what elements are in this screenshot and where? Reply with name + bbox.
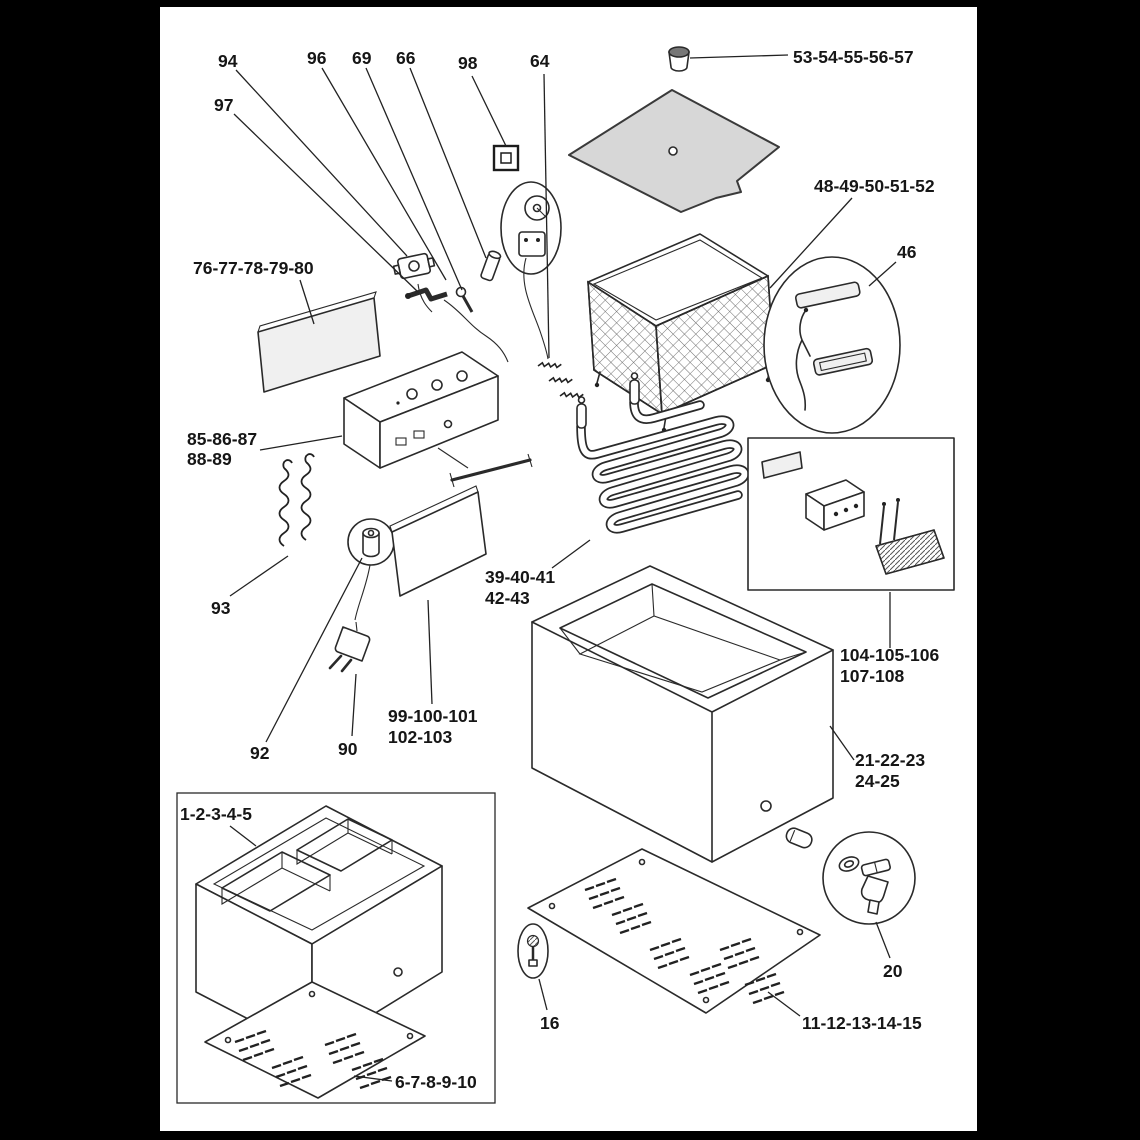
callout-labels: 94 97 96 69 66 98 64 53-54-55-56-57 48-4… — [180, 47, 940, 1092]
label-97: 97 — [214, 95, 233, 115]
label-42-43: 42-43 — [485, 588, 530, 608]
leader-93 — [229, 555, 289, 597]
leader-6 — [353, 1075, 393, 1082]
label-90: 90 — [338, 739, 358, 759]
label-6-10: 6-7-8-9-10 — [395, 1072, 477, 1092]
leader-lines — [229, 54, 897, 1082]
label-76-80: 76-77-78-79-80 — [193, 258, 314, 278]
label-16: 16 — [540, 1013, 560, 1033]
bracket-with-wire — [405, 283, 509, 363]
leader-16 — [538, 978, 548, 1011]
leader-69 — [365, 67, 463, 291]
basket-handle-detail — [763, 256, 901, 434]
leader-48 — [769, 197, 853, 289]
leader-97 — [233, 113, 419, 293]
label-11-15: 11-12-13-14-15 — [802, 1013, 922, 1033]
label-66: 66 — [396, 48, 416, 68]
lamp-holder — [480, 250, 502, 282]
label-99-101: 99-100-101 — [388, 706, 478, 726]
side-panel — [389, 485, 487, 597]
label-107-108: 107-108 — [840, 666, 904, 686]
leader-85 — [259, 435, 343, 451]
label-46: 46 — [897, 242, 917, 262]
label-85-87: 85-86-87 — [187, 429, 257, 449]
leader-76 — [299, 279, 315, 325]
label-69: 69 — [352, 48, 372, 68]
fryer-tank — [531, 565, 834, 863]
leader-46 — [868, 261, 897, 287]
power-plug — [328, 621, 371, 673]
leader-11 — [767, 991, 801, 1017]
leader-53 — [689, 54, 789, 59]
fryer-lid — [568, 89, 780, 213]
leader-20 — [875, 921, 891, 959]
leader-66 — [409, 67, 487, 259]
leader-92 — [265, 557, 363, 743]
label-94: 94 — [218, 51, 238, 71]
label-39-41: 39-40-41 — [485, 567, 555, 587]
label-92: 92 — [250, 743, 270, 763]
control-panel-box — [343, 351, 533, 488]
label-20: 20 — [883, 961, 903, 981]
micro-switch — [392, 252, 436, 280]
leader-64 — [543, 73, 550, 359]
label-88-89: 88-89 — [187, 449, 232, 469]
label-24-25: 24-25 — [855, 771, 900, 791]
clip-detail — [517, 923, 549, 979]
lid-knob — [668, 46, 690, 72]
label-53-57: 53-54-55-56-57 — [793, 47, 914, 67]
rear-panel — [257, 291, 381, 393]
leader-98 — [471, 75, 507, 147]
drain-pipe — [785, 827, 813, 849]
housing-group — [176, 792, 496, 1104]
drain-valve-detail — [822, 831, 916, 925]
leader-94 — [235, 69, 408, 257]
leader-96 — [321, 67, 447, 281]
label-64: 64 — [530, 51, 550, 71]
leader-21 — [829, 725, 855, 761]
label-102-103: 102-103 — [388, 727, 452, 747]
label-93: 93 — [211, 598, 231, 618]
leader-99 — [427, 599, 433, 705]
label-1-5: 1-2-3-4-5 — [180, 804, 252, 824]
label-21-23: 21-22-23 — [855, 750, 925, 770]
label-104-106: 104-105-106 — [840, 645, 940, 665]
leader-90 — [351, 673, 357, 737]
accessory-box — [747, 437, 955, 591]
leader-1 — [229, 825, 257, 847]
label-96: 96 — [307, 48, 327, 68]
heating-element — [576, 372, 750, 534]
label-98: 98 — [458, 53, 478, 73]
tank-base-panel — [527, 848, 821, 1014]
thermostat-bulb-detail — [347, 518, 395, 621]
fryer-basket — [587, 233, 775, 433]
leader-39 — [551, 539, 591, 569]
label-48-52: 48-49-50-51-52 — [814, 176, 935, 196]
